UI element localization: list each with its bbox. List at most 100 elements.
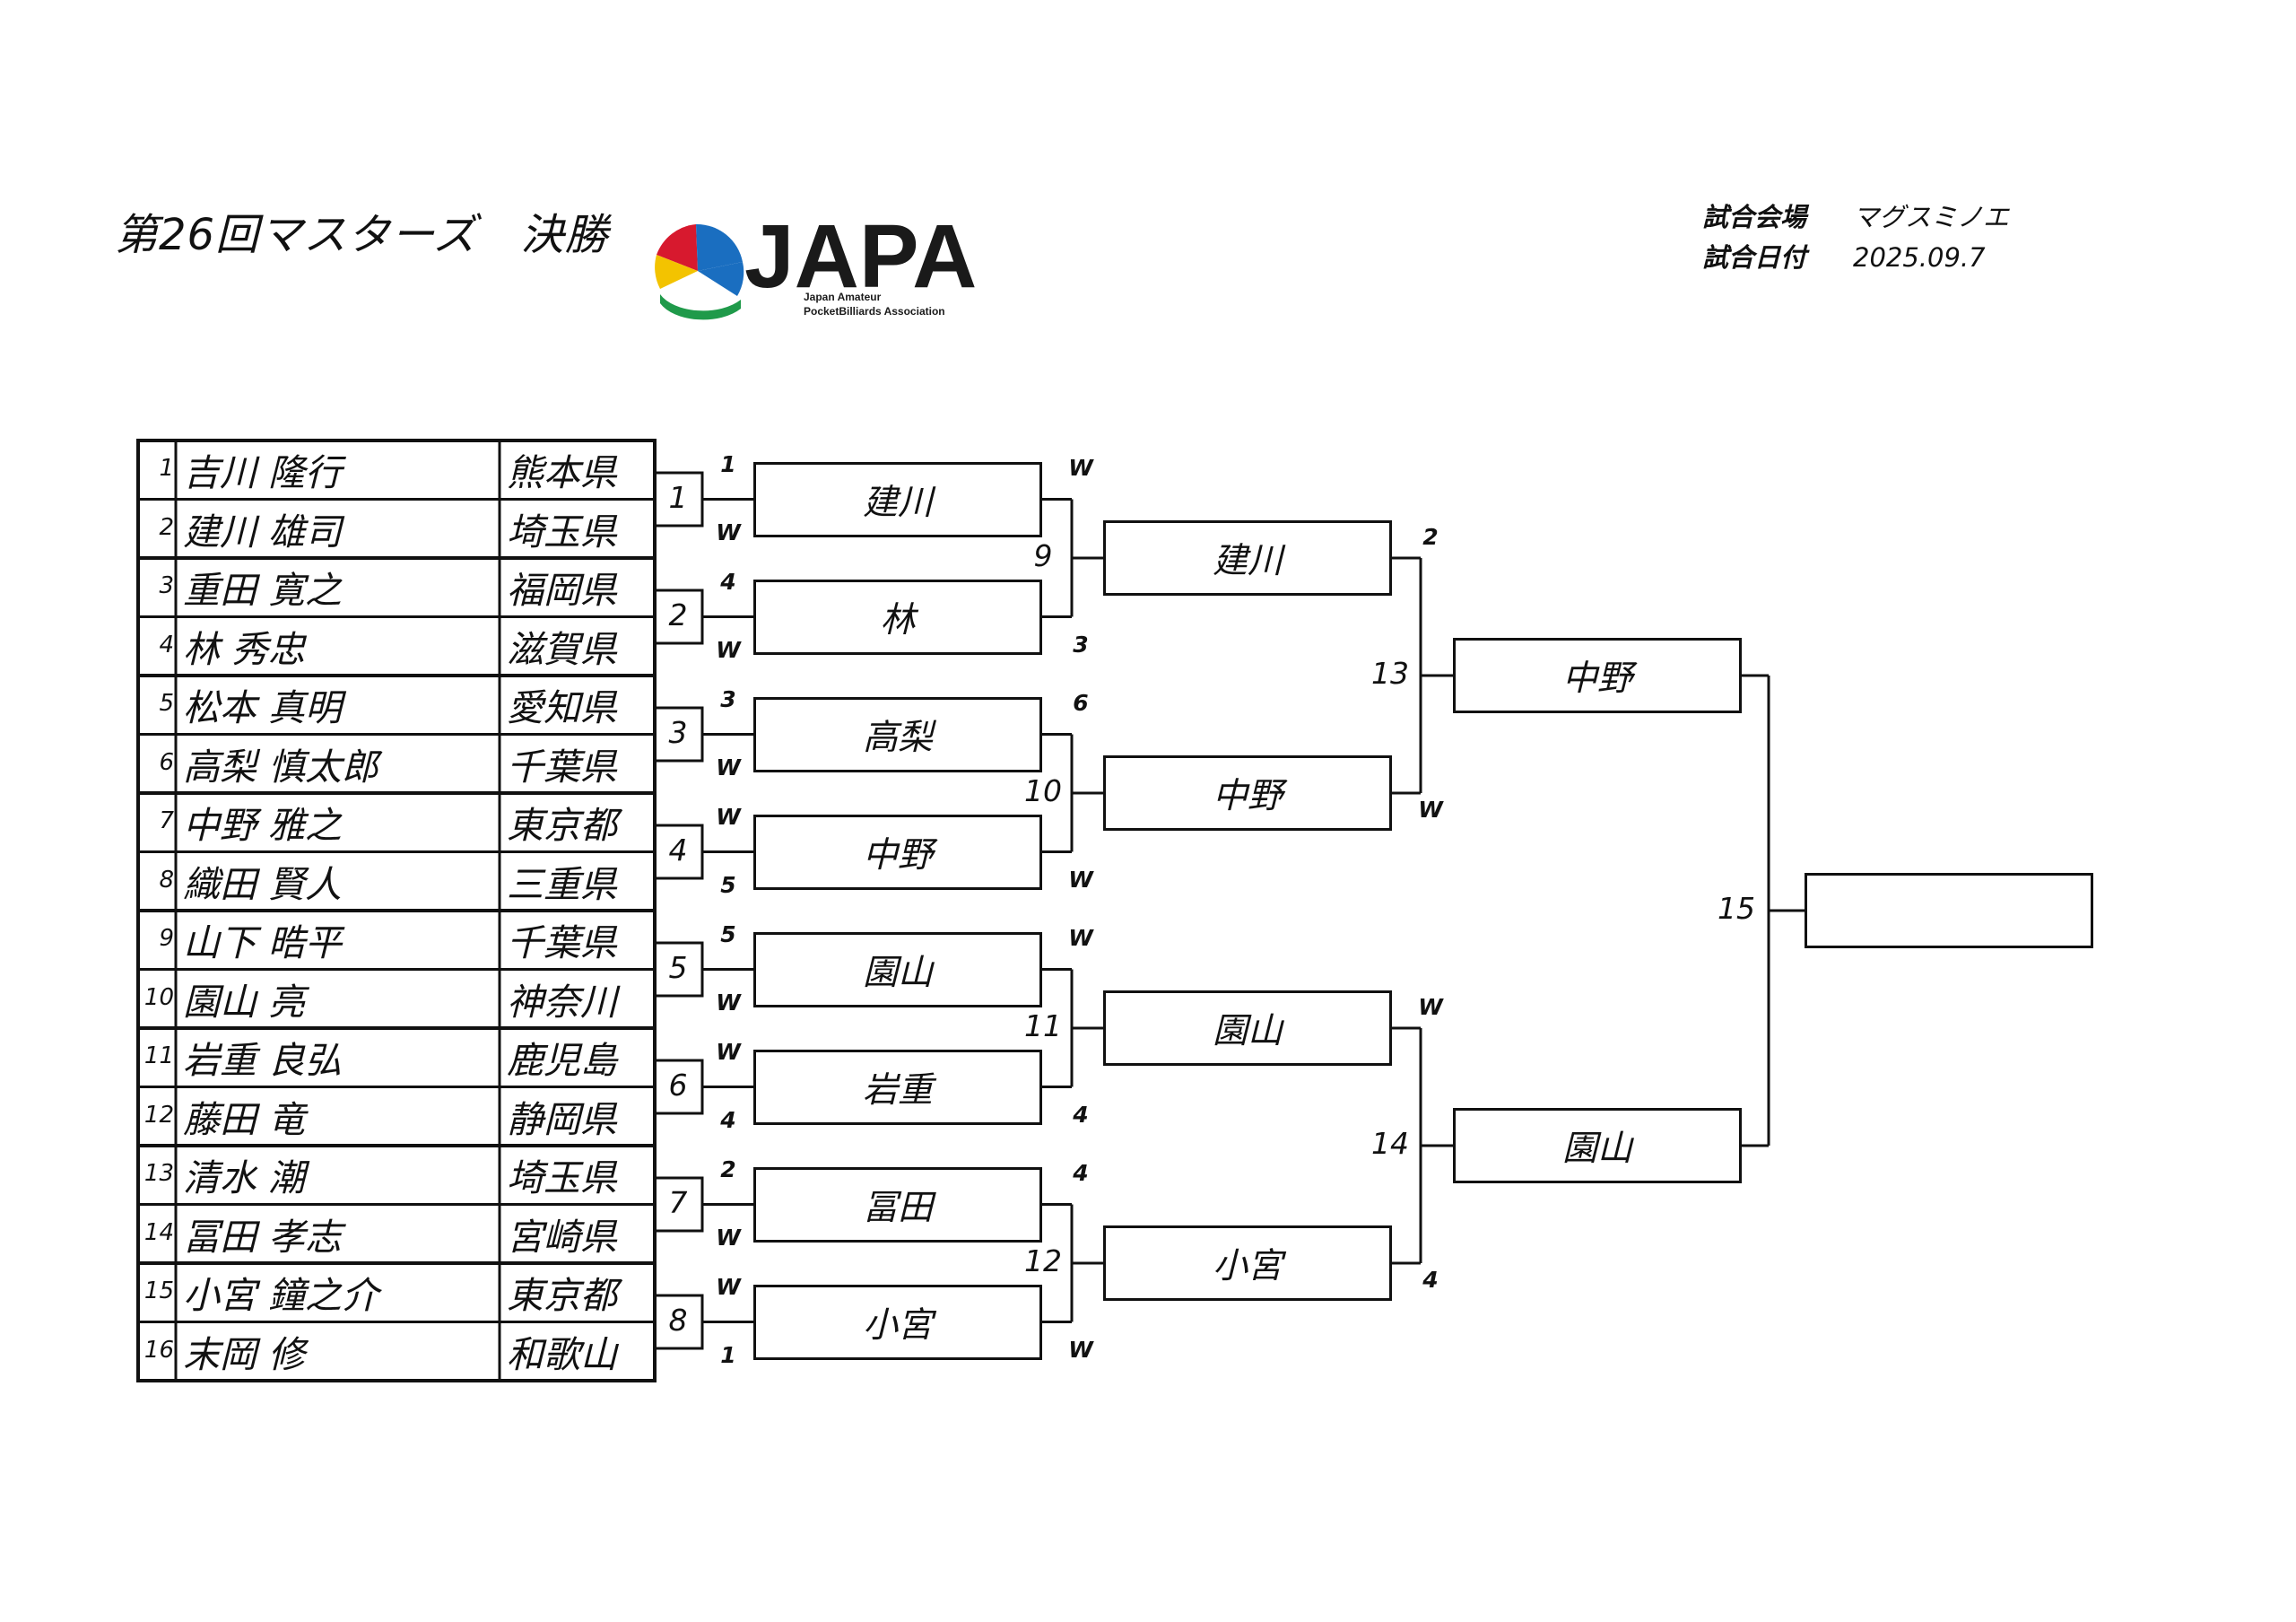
score-label: W (716, 1273, 741, 1300)
winner-box: 高梨 (753, 696, 1042, 772)
player-seed: 3 (159, 572, 174, 599)
player-prefecture: 宮崎県 (507, 1215, 617, 1259)
player-prefecture: 愛知県 (507, 686, 617, 729)
player-seed: 13 (144, 1160, 174, 1187)
score-label: W (716, 636, 741, 663)
winner-box: 建川 (1103, 520, 1392, 596)
player-name: 織田 賢人 (183, 862, 343, 906)
player-prefecture: 千葉県 (507, 745, 617, 789)
player-prefecture: 和歌山 (507, 1332, 617, 1376)
player-seed: 11 (144, 1042, 174, 1069)
player-seed: 5 (159, 690, 174, 717)
match-number: 4 (668, 832, 688, 868)
winner-box: 園山 (1453, 1108, 1742, 1183)
venue-value: マグスミノエ (1853, 202, 2010, 232)
japa-logo: JAPA Japan Amateur PocketBilliards Assoc… (651, 206, 977, 320)
score-label: 4 (720, 568, 736, 595)
player-name: 末岡 修 (183, 1332, 306, 1376)
score-label: W (716, 1038, 741, 1065)
score-label: 3 (720, 685, 736, 712)
match-number: 13 (1371, 656, 1409, 691)
player-name: 小宮 鐘之介 (183, 1274, 379, 1317)
player-prefecture: 静岡県 (507, 1097, 617, 1141)
match-number: 10 (1024, 773, 1062, 808)
player-name: 林 秀忠 (183, 627, 306, 671)
score-label: W (1068, 454, 1093, 481)
score-label: 1 (720, 1341, 736, 1368)
player-prefecture: 千葉県 (507, 921, 617, 964)
score-label: 2 (1422, 524, 1439, 550)
player-seed: 4 (159, 631, 174, 658)
player-name: 松本 真明 (183, 686, 343, 729)
match-number: 5 (668, 949, 688, 985)
score-label: W (1068, 1336, 1093, 1363)
winner-box: 建川 (753, 461, 1042, 537)
score-label: 4 (1073, 1159, 1089, 1186)
winner-box: 冨田 (753, 1166, 1042, 1243)
match-number: 12 (1024, 1243, 1062, 1278)
winner-box: 岩重 (753, 1049, 1042, 1125)
player-prefecture: 三重県 (507, 862, 617, 906)
score-label: W (716, 754, 741, 780)
player-name: 中野 雅之 (183, 804, 343, 847)
match-number: 7 (668, 1184, 688, 1220)
player-prefecture: 東京都 (507, 804, 617, 847)
match-number: 15 (1718, 891, 1755, 926)
score-label: 4 (720, 1106, 736, 1133)
player-seed: 8 (159, 866, 174, 894)
player-seed: 15 (144, 1278, 174, 1304)
winner-box: 中野 (1103, 755, 1392, 831)
match-number: 14 (1371, 1126, 1409, 1161)
match-number: 11 (1024, 1008, 1062, 1043)
player-prefecture: 埼玉県 (507, 510, 617, 554)
score-label: 5 (720, 871, 736, 898)
player-seed: 2 (159, 513, 174, 541)
score-label: 3 (1073, 631, 1089, 658)
score-label: W (716, 1224, 741, 1251)
winner-box: 林 (753, 579, 1042, 655)
score-label: 5 (720, 920, 736, 947)
winner-box: 園山 (753, 931, 1042, 1007)
match-number: 2 (668, 597, 688, 632)
score-label: 2 (720, 1155, 736, 1182)
winner-box: 小宮 (753, 1284, 1042, 1360)
winner-box: 中野 (753, 814, 1042, 890)
player-name: 山下 晧平 (183, 921, 343, 964)
score-label: W (716, 803, 741, 830)
player-name: 清水 潮 (183, 1156, 306, 1199)
player-prefecture: 東京都 (507, 1274, 617, 1317)
player-name: 高梨 慎太郎 (183, 745, 379, 789)
player-seed: 16 (144, 1336, 174, 1364)
score-label: W (1418, 994, 1443, 1020)
score-label: W (1418, 797, 1443, 823)
page-title: 第26回マスターズ 決勝 (115, 210, 609, 260)
player-seed: 9 (159, 925, 174, 952)
logo-subtitle-1: Japan Amateur (804, 291, 882, 303)
match-number: 9 (1033, 538, 1053, 573)
score-label: 6 (1073, 689, 1089, 716)
logo-wordmark: JAPA (744, 206, 977, 307)
player-prefecture: 神奈川 (507, 980, 617, 1024)
logo-subtitle-2: PocketBilliards Association (804, 305, 945, 318)
player-seed: 14 (144, 1218, 174, 1246)
score-label: 1 (720, 450, 736, 477)
player-prefecture: 熊本県 (507, 451, 617, 494)
winner-box: 小宮 (1103, 1225, 1392, 1301)
player-seed: 6 (159, 748, 174, 776)
match-number: 3 (668, 714, 688, 750)
champion-box (1805, 873, 2093, 948)
date-value: 2025.09.7 (1853, 242, 1986, 273)
date-label: 試合日付 (1702, 242, 1807, 273)
player-seed: 7 (159, 807, 174, 834)
player-name: 冨田 孝志 (183, 1215, 343, 1259)
player-prefecture: 滋賀県 (507, 627, 617, 671)
player-name: 藤田 竜 (183, 1097, 306, 1141)
score-label: W (716, 989, 741, 1016)
player-seed: 1 (159, 455, 174, 482)
player-prefecture: 埼玉県 (507, 1156, 617, 1199)
match-number: 6 (668, 1067, 688, 1103)
score-label: 4 (1422, 1267, 1439, 1293)
score-label: W (1068, 924, 1093, 951)
